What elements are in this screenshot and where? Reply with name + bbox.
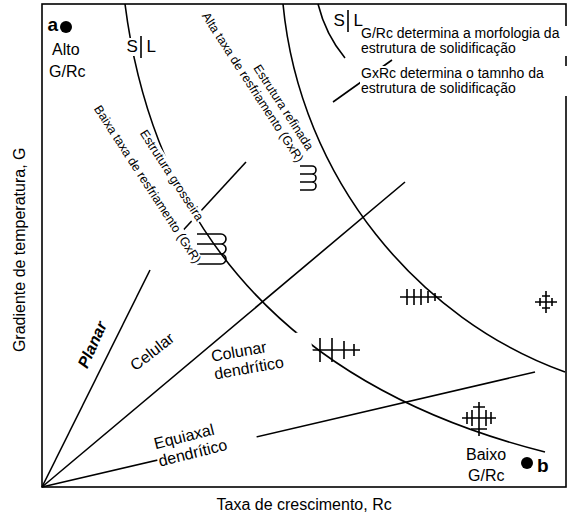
planar-boundary <box>42 270 150 487</box>
equiaxed-dendrite-symbol <box>535 291 557 313</box>
phase-letter: S <box>333 12 346 31</box>
curve-label: Alta taxa de resfriamento (GxR) <box>198 10 306 167</box>
cell-symbol <box>300 166 316 190</box>
point-label: G/Rc <box>467 467 505 485</box>
phase-letter: L <box>146 38 157 57</box>
point-letter: a <box>47 15 60 36</box>
top-curve <box>318 4 345 58</box>
interface-bar <box>140 36 142 58</box>
axis-title: Gradiente de temperatura, G <box>11 147 29 354</box>
point-marker <box>521 457 533 469</box>
point-label: G/Rc <box>48 63 86 81</box>
point-letter: b <box>536 456 550 477</box>
note-text: GxRc determina o tamnho da estrutura de … <box>360 66 568 97</box>
columnar-boundary <box>42 372 535 487</box>
point-marker <box>60 21 72 33</box>
region-label: Planar <box>74 318 111 372</box>
axis-title: Taxa de crescimento, Rc <box>216 496 393 514</box>
cellular-boundary <box>42 182 405 487</box>
equiaxed-dendrite-symbol <box>462 402 496 436</box>
point-label: Baixo <box>465 446 507 464</box>
region-label: Celular <box>126 329 178 375</box>
region-label: Equiaxal dendrítico <box>151 411 258 470</box>
point-label: Alto <box>51 41 81 59</box>
note-text: G/Rc determina a morfologia da estrutura… <box>360 26 568 57</box>
region-label: Colunar dendrítico <box>209 330 316 382</box>
columnar-dendrite-symbol <box>400 289 442 305</box>
interface-bar <box>347 10 349 32</box>
phase-letter: S <box>126 38 139 57</box>
high-cooling-curve <box>283 4 565 372</box>
